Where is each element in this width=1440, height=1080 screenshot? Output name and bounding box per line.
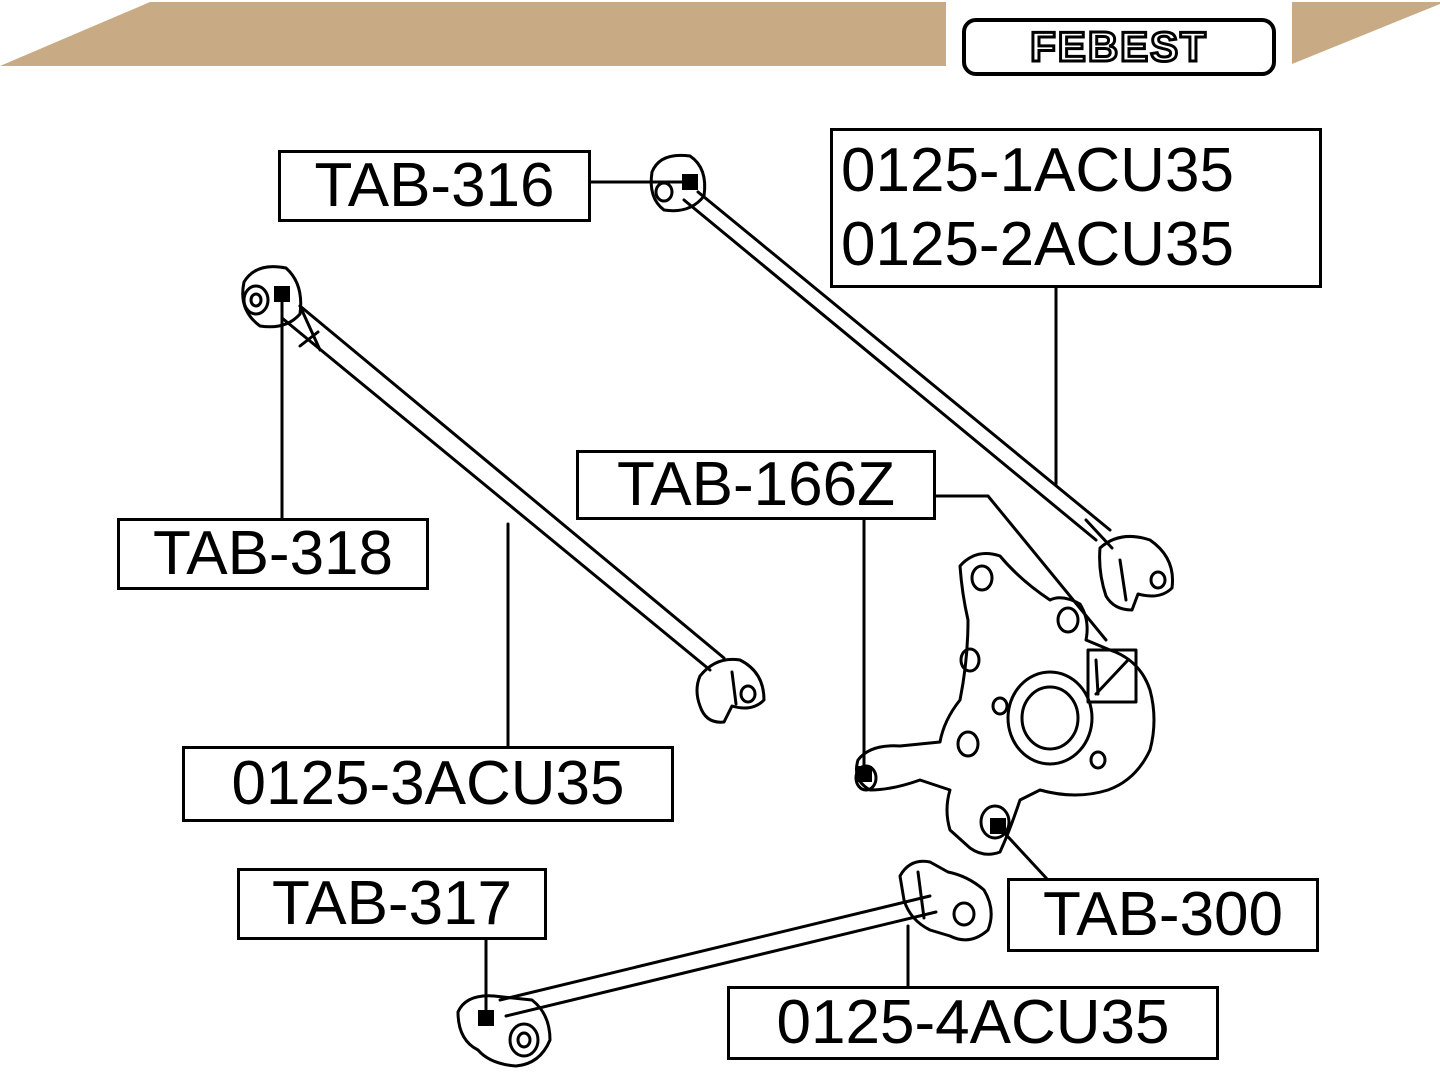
- header-banner-left: [0, 2, 946, 66]
- label-tab-318: TAB-318: [117, 518, 429, 590]
- label-tab-300: TAB-300: [1007, 878, 1319, 952]
- label-tab-316: TAB-316: [278, 150, 591, 222]
- febest-logo: FEBEST: [962, 18, 1276, 76]
- label-tab-166z: TAB-166Z: [576, 450, 936, 520]
- upper-control-arm: [649, 153, 1175, 612]
- header-banner-right: [1292, 2, 1440, 64]
- label-0125-4acu35: 0125-4ACU35: [727, 986, 1219, 1060]
- label-0125-2acu35: 0125-2ACU35: [841, 210, 1234, 279]
- brand-name: FEBEST: [1029, 22, 1208, 72]
- label-tab-317: TAB-317: [237, 868, 547, 940]
- label-upper-arm-group: 0125-1ACU35 0125-2ACU35: [830, 128, 1322, 288]
- leader-lines: [280, 180, 1108, 1018]
- label-0125-1acu35: 0125-1ACU35: [841, 136, 1234, 205]
- trailing-arm: [456, 859, 993, 1068]
- lower-control-arm: [241, 265, 766, 724]
- label-0125-3acu35: 0125-3ACU35: [182, 746, 674, 822]
- bushing-markers: [274, 174, 1006, 1026]
